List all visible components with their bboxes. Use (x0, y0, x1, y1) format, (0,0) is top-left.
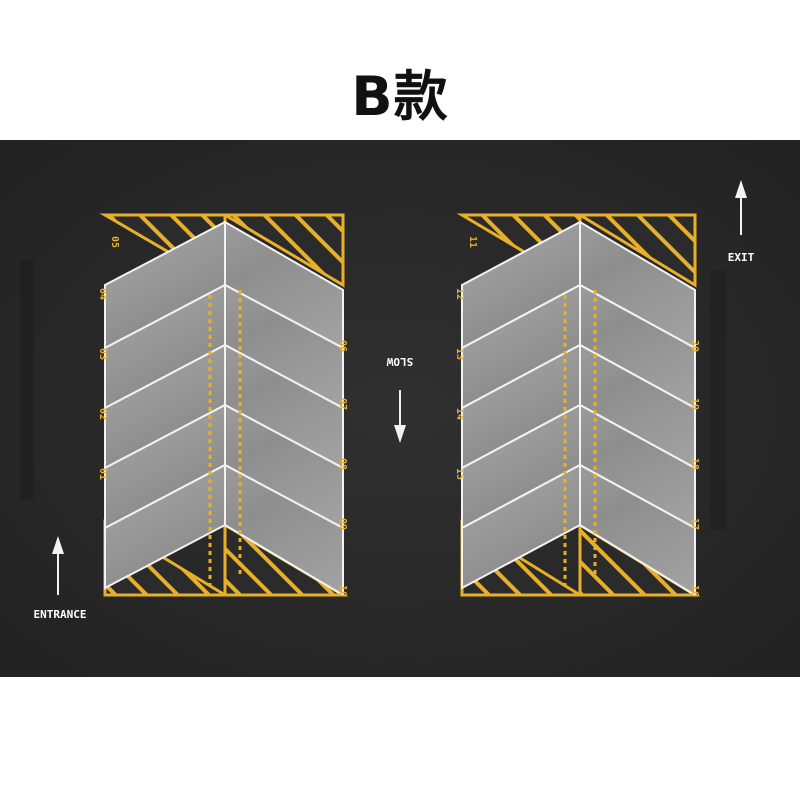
left-parking-lot: 05 04 03 02 01 06 07 08 09 10 (97, 213, 349, 597)
space-number: 16 (689, 585, 700, 597)
space-number: 10 (337, 585, 348, 597)
arrow-up-icon (735, 180, 747, 198)
right-parking-lot: 11 12 13 14 15 20 19 18 17 16 (454, 213, 701, 597)
space-number: 01 (97, 468, 108, 480)
space-number: 05 (109, 236, 120, 248)
slow-label: SLOW (386, 355, 413, 368)
space-number: 02 (97, 408, 108, 420)
space-number: 04 (97, 288, 108, 300)
space-number: 20 (689, 340, 700, 352)
left-lot-left-numbers: 05 04 03 02 01 (97, 236, 120, 480)
space-number: 06 (337, 340, 348, 352)
space-number: 07 (337, 398, 348, 410)
arrow-down-icon (394, 425, 406, 443)
space-number: 09 (337, 518, 348, 530)
entrance-sign: ENTRANCE (34, 536, 87, 621)
right-lot-left-numbers: 11 12 13 14 15 (454, 236, 478, 480)
space-number: 19 (689, 398, 700, 410)
space-number: 14 (454, 408, 465, 420)
left-lot-right-numbers: 06 07 08 09 10 (337, 340, 348, 597)
right-lot-right-numbers: 20 19 18 17 16 (689, 340, 700, 597)
space-number: 18 (689, 458, 700, 470)
tire-mark (710, 270, 726, 530)
space-number: 03 (97, 348, 108, 360)
arrow-up-icon (52, 536, 64, 554)
space-number: 12 (454, 288, 465, 300)
hazard-zone (574, 213, 697, 288)
parking-mat: 05 04 03 02 01 06 07 08 09 10 (0, 140, 800, 677)
exit-label: EXIT (728, 251, 755, 264)
space-number: 11 (467, 236, 478, 248)
page-title: B款 (351, 65, 449, 128)
exit-sign: EXIT (728, 180, 755, 264)
hazard-zone (219, 213, 345, 288)
space-number: 13 (454, 348, 465, 360)
space-number: 08 (337, 458, 348, 470)
tire-mark (20, 260, 34, 500)
space-number: 17 (689, 518, 700, 530)
space-number: 15 (454, 468, 465, 480)
slow-sign: SLOW (386, 355, 413, 443)
entrance-label: ENTRANCE (34, 608, 87, 621)
